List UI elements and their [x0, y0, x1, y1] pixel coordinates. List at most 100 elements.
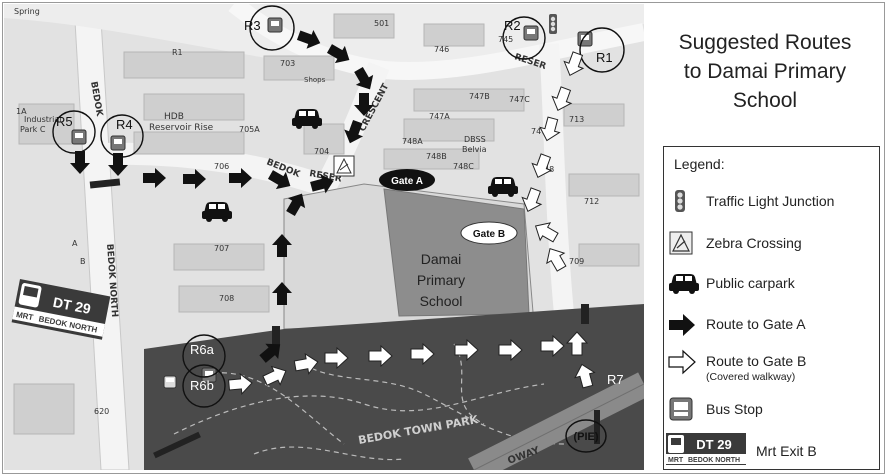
area-label-shops: Shops	[304, 76, 326, 84]
legend-item-zebra: Zebra Crossing	[664, 229, 879, 259]
svg-text:A: A	[72, 239, 78, 248]
svg-text:709: 709	[569, 257, 584, 266]
gate-b-label: Gate B	[473, 229, 505, 240]
mrt-map-code: DT 29	[52, 294, 93, 317]
traffic-light-icon	[675, 190, 685, 212]
legend-label-zebra: Zebra Crossing	[706, 235, 802, 251]
svg-text:B: B	[80, 257, 86, 266]
route-b-arrow-14	[498, 338, 523, 362]
school-label-3: School	[420, 293, 463, 309]
route-a-arrow-3	[354, 93, 374, 116]
route-b-arrow-7	[228, 372, 253, 396]
bus-stop-marker-r5	[71, 129, 87, 145]
route-b-arrow-0	[563, 51, 585, 76]
legend-item-route-a: Route to Gate A	[664, 310, 879, 340]
area-label-reservoir-rise: Reservoir Rise	[149, 123, 214, 133]
route-a-arrow-14	[272, 282, 292, 305]
route-a-arrow-10	[267, 170, 291, 190]
legend-label-route-b: Route to Gate B	[706, 353, 807, 369]
route-a-arrow-12	[310, 174, 334, 194]
area-label-industrial: Industrial	[24, 115, 62, 124]
zebra-crossing-marker	[333, 155, 355, 177]
route-label-r6b: R6b	[190, 378, 214, 393]
svg-text:708: 708	[219, 294, 234, 303]
bus-stop-marker-left	[163, 375, 177, 389]
svg-text:712: 712	[584, 197, 599, 206]
route-label-r3: R3	[244, 18, 261, 33]
legend-sublabel-route-b: (Covered walkway)	[706, 371, 796, 383]
black-arrow-icon	[669, 314, 695, 336]
svg-text:704: 704	[314, 147, 329, 156]
svg-text:703: 703	[280, 59, 295, 68]
bus-stop-icon	[669, 397, 693, 421]
legend-label-bus-stop: Bus Stop	[706, 401, 763, 417]
mrt-map-mrt: MRT	[15, 310, 34, 322]
route-a-arrow-4	[344, 119, 364, 144]
mrt-legend-station: BEDOK NORTH	[688, 457, 740, 464]
bus-stop-marker-r3	[267, 17, 283, 33]
mrt-badge-map: DT 29 MRT BEDOK NORTH	[11, 279, 111, 340]
route-circle-r3	[249, 5, 295, 51]
figure-title: Suggested Routes to Damai Primary School	[646, 28, 884, 115]
carpark-marker-2	[202, 202, 232, 222]
block-r1-label: R1	[172, 48, 183, 57]
legend-item-route-b: Route to Gate B (Covered walkway)	[664, 347, 879, 383]
route-circle-r1	[579, 27, 625, 73]
svg-text:501: 501	[374, 19, 389, 28]
area-label-dbss: DBSS	[464, 135, 486, 144]
route-circle-r6b	[182, 364, 226, 408]
carpark-marker-3	[488, 177, 518, 197]
route-b-arrow-5	[534, 222, 559, 243]
route-a-arrow-7	[143, 168, 166, 188]
pie-label: (PIE)	[573, 431, 598, 443]
area-label-spring: Spring	[14, 7, 40, 16]
route-b-arrow-2	[539, 116, 561, 142]
svg-text:748B: 748B	[426, 152, 447, 161]
school-label-1: Damai	[421, 251, 461, 267]
route-b-arrow-3	[531, 153, 553, 178]
route-label-r1: R1	[596, 50, 613, 65]
bus-stop-marker-r1	[577, 31, 593, 47]
svg-text:747: 747	[531, 127, 546, 136]
route-a-arrow-9	[229, 168, 252, 188]
svg-text:747A: 747A	[429, 112, 450, 121]
svg-text:713: 713	[569, 115, 584, 124]
route-b-arrow-1	[551, 86, 573, 111]
legend-item-carpark: Public carpark	[664, 269, 879, 299]
title-line-3: School	[732, 89, 798, 112]
svg-text:745: 745	[498, 35, 513, 44]
route-b-arrow-6	[546, 247, 567, 272]
school-label-2: Primary	[417, 272, 465, 288]
legend-label-mrt: Mrt Exit B	[756, 443, 817, 459]
legend-label-route-a: Route to Gate A	[706, 316, 806, 332]
legend-item-mrt: DT 29 MRT BEDOK NORTH Mrt Exit B	[664, 431, 879, 467]
route-circle-r2	[502, 16, 546, 60]
mrt-legend-mrt: MRT	[668, 457, 684, 464]
route-b-arrow-12	[410, 342, 435, 366]
legend-label-traffic-light: Traffic Light Junction	[706, 193, 835, 209]
area-label-park: Park C	[20, 125, 46, 134]
route-b-arrows	[228, 51, 596, 396]
bus-stop-marker-r6	[201, 367, 217, 383]
route-a-arrow-13	[272, 234, 292, 257]
gate-a-marker	[379, 169, 435, 191]
area-label-belvia: Belvia	[462, 145, 487, 154]
route-b-arrow-13	[454, 338, 479, 362]
route-label-r7: R7	[607, 372, 624, 387]
svg-text:746: 746	[434, 45, 449, 54]
zebra-crossing-icon	[669, 231, 693, 255]
svg-text:747C: 747C	[509, 95, 530, 104]
legend-item-traffic-light: Traffic Light Junction	[664, 187, 879, 217]
legend-heading: Legend:	[674, 156, 725, 172]
route-b-arrow-8	[262, 365, 287, 386]
route-b-arrow-11	[368, 344, 393, 368]
legend-panel: Suggested Routes to Damai Primary School…	[646, 4, 884, 470]
svg-text:706: 706	[214, 162, 229, 171]
route-b-arrow-10	[324, 346, 349, 370]
white-arrow-icon	[668, 349, 696, 375]
traffic-light-marker	[549, 14, 557, 34]
route-label-r6a: R6a	[190, 342, 215, 357]
svg-text:748C: 748C	[453, 162, 474, 171]
route-a-arrow-1	[326, 44, 350, 64]
svg-text:620: 620	[94, 407, 109, 416]
